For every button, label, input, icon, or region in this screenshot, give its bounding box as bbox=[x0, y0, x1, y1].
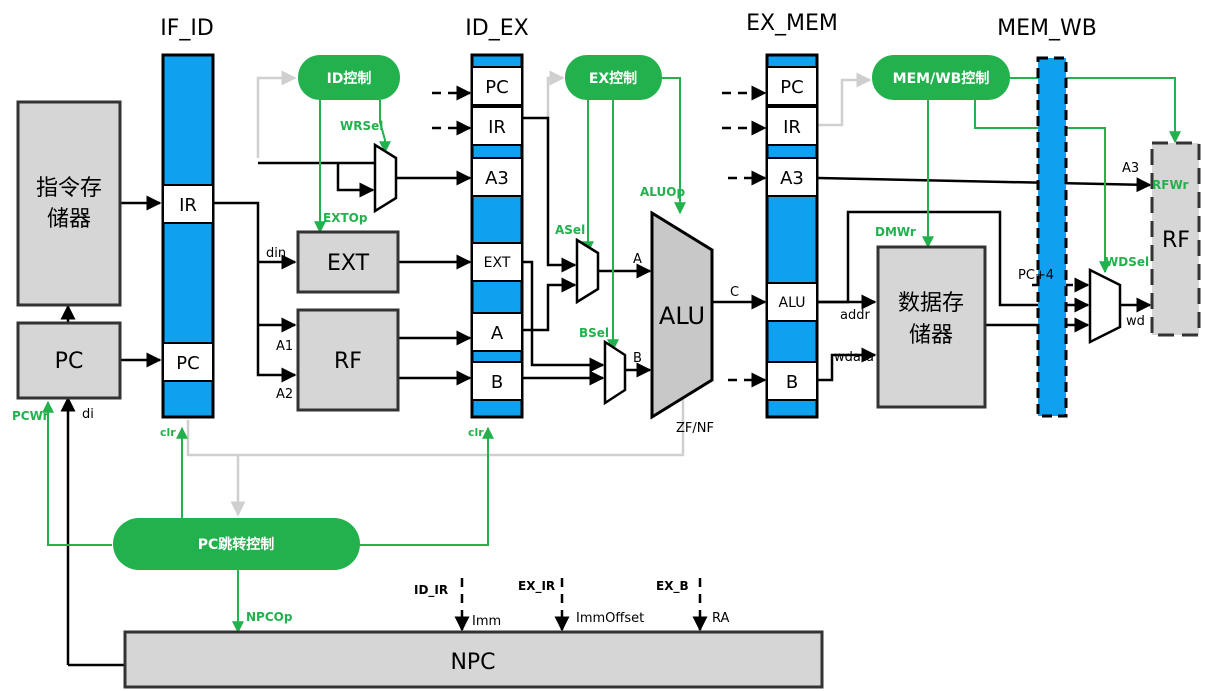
ext-unit bbox=[296, 230, 400, 294]
alu-unit bbox=[650, 210, 714, 420]
wrsel-mux bbox=[373, 142, 398, 214]
bsel-signal: BSel bbox=[579, 326, 609, 340]
mem-wb-title: MEM_WB bbox=[997, 16, 1097, 41]
register-file bbox=[296, 308, 400, 412]
id-ex-pc-cell bbox=[471, 66, 523, 106]
if-id-pc-label: PC bbox=[176, 353, 199, 374]
ex-mem-a3-cell bbox=[766, 157, 818, 197]
ex-control-label: EX控制 bbox=[589, 70, 637, 87]
mem-wb-register bbox=[1036, 56, 1068, 418]
rfwr-signal: RFWr bbox=[1152, 178, 1188, 192]
memwb-control-label: MEM/WB控制 bbox=[893, 70, 990, 87]
immoffset-label: ImmOffset bbox=[576, 611, 644, 626]
pc-register bbox=[16, 321, 122, 400]
imm-label: Imm bbox=[472, 614, 501, 629]
id-ex-a-label: A bbox=[491, 323, 504, 344]
wdsel-signal: WDSel bbox=[1105, 255, 1149, 269]
instruction-memory bbox=[16, 100, 122, 307]
id-ir-label: ID_IR bbox=[414, 583, 448, 598]
a1-label: A1 bbox=[276, 339, 293, 354]
ex-mem-ir-label: IR bbox=[783, 117, 801, 138]
if-id-pc-cell bbox=[162, 342, 214, 382]
a3-label: A3 bbox=[1122, 161, 1139, 176]
ex-mem-pc-label: PC bbox=[780, 77, 803, 98]
dmem-label-2: 储器 bbox=[909, 323, 953, 348]
pc-label: PC bbox=[55, 349, 84, 374]
wdata-label: wdata bbox=[834, 350, 874, 365]
extop-signal: EXTOp bbox=[323, 211, 368, 225]
id-ex-ext-label: EXT bbox=[484, 255, 511, 271]
id-ex-clr-signal: clr bbox=[468, 426, 484, 439]
if-id-ir-cell bbox=[162, 184, 214, 224]
alu-a-label: A bbox=[633, 252, 642, 267]
ex-control bbox=[565, 55, 662, 100]
dmem-label-1: 数据存 bbox=[898, 291, 964, 316]
imem-label-2: 储器 bbox=[47, 207, 91, 232]
ext-label: EXT bbox=[327, 251, 370, 276]
wd-label: wd bbox=[1126, 314, 1145, 329]
npcop-signal: NPCOp bbox=[246, 610, 293, 624]
id-ex-b-label: B bbox=[491, 372, 503, 393]
asel-signal: ASel bbox=[555, 223, 585, 237]
alu-b-label: B bbox=[633, 351, 642, 366]
din-label: din bbox=[266, 246, 286, 261]
ex-mem-alu-cell bbox=[766, 282, 818, 322]
npc-unit bbox=[123, 630, 824, 689]
a2-label: A2 bbox=[276, 387, 293, 402]
ex-mem-b-cell bbox=[766, 361, 818, 401]
id-ex-ir-cell bbox=[471, 106, 523, 146]
ex-mem-pc-cell bbox=[766, 66, 818, 106]
asel-mux bbox=[575, 237, 600, 305]
rf-wb-label: RF bbox=[1162, 228, 1190, 253]
id-control bbox=[298, 55, 400, 100]
di-label: di bbox=[82, 407, 94, 422]
if-id-title: IF_ID bbox=[160, 16, 214, 41]
ex-ir-label: EX_IR bbox=[518, 579, 555, 594]
ex-mem-a3-label: A3 bbox=[780, 168, 804, 189]
id-ex-a3-cell bbox=[471, 157, 523, 197]
wdsel-mux bbox=[1088, 267, 1122, 345]
id-ex-a-cell bbox=[471, 312, 523, 352]
dmwr-signal: DMWr bbox=[875, 225, 916, 239]
bsel-mux bbox=[603, 339, 627, 406]
if-id-ir-label: IR bbox=[179, 195, 197, 216]
ex-mem-ir-cell bbox=[766, 106, 818, 146]
ra-label: RA bbox=[712, 611, 730, 626]
ex-mem-b-label: B bbox=[786, 372, 798, 393]
pc-jump-control-label: PC跳转控制 bbox=[198, 536, 275, 553]
if-id-clr-signal: clr bbox=[160, 426, 176, 439]
aluop-signal: ALUOp bbox=[640, 185, 685, 199]
zfnf-label: ZF/NF bbox=[676, 421, 714, 436]
id-control-label: ID控制 bbox=[327, 70, 372, 87]
writeback-register-file bbox=[1150, 141, 1201, 337]
pc4-label: PC+4 bbox=[1018, 268, 1054, 283]
pcwr-signal: PCWr bbox=[12, 409, 49, 423]
ex-mem-alu-label: ALU bbox=[779, 295, 806, 311]
alu-label: ALU bbox=[659, 302, 705, 330]
npc-label: NPC bbox=[450, 650, 495, 675]
id-ex-ir-label: IR bbox=[488, 117, 506, 138]
ex-mem-title: EX_MEM bbox=[746, 11, 838, 36]
alu-c-label: C bbox=[730, 285, 739, 300]
id-ex-pc-label: PC bbox=[485, 77, 508, 98]
ex-b-label: EX_B bbox=[656, 579, 689, 594]
dashed-wires bbox=[432, 85, 1090, 632]
id-ex-b-cell bbox=[471, 361, 523, 401]
addr-label: addr bbox=[840, 308, 870, 323]
wrsel-signal: WRSel bbox=[340, 119, 383, 133]
id-ex-title: ID_EX bbox=[465, 16, 528, 41]
data-memory bbox=[876, 245, 987, 409]
id-ex-ext-cell bbox=[471, 242, 523, 282]
id-ex-a3-label: A3 bbox=[485, 168, 509, 189]
imem-label-1: 指令存 bbox=[36, 176, 102, 201]
pc-jump-control bbox=[113, 518, 360, 570]
rf-label: RF bbox=[334, 349, 362, 374]
memwb-control bbox=[872, 55, 1010, 100]
